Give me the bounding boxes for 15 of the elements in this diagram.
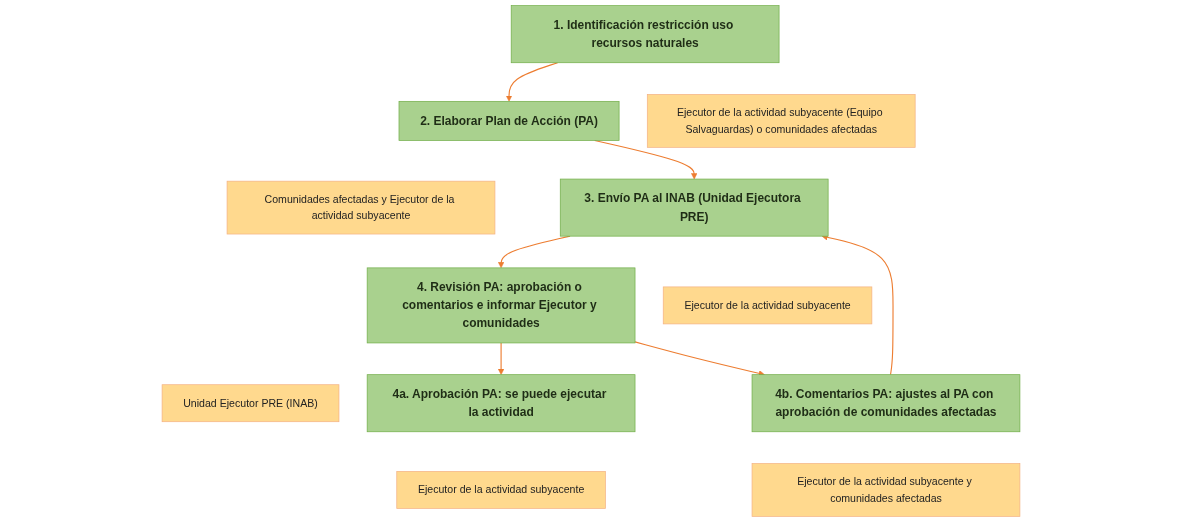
node-box: 4b. Comentarios PA: ajustes al PA con aprobación de comunidades afectadas: [751, 374, 1021, 433]
node-box: Ejecutor de la actividad subyacente (Equipo Salvaguardas) o comunidades afectadas: [646, 94, 916, 148]
node-box: 4a. Aprobación PA: se puede ejecutar la actividad: [366, 374, 636, 433]
node-box: 4. Revisión PA: aprobación o comentarios e informar Ejecutor y comunidades: [366, 267, 636, 344]
arrow: [821, 234, 894, 376]
node-box: 2. Elaborar Plan de Acción (PA): [398, 101, 620, 141]
arrow: [498, 342, 505, 375]
node-box: Ejecutor de la actividad subyacente: [662, 286, 873, 325]
node-box: Comunidades afectadas y Ejecutor de la actividad subyacente: [226, 180, 496, 235]
node-box: 1. Identificación restricción uso recursos naturales: [510, 5, 780, 64]
node-box: Ejecutor de la actividad subyacente y comunidades afectadas: [751, 463, 1021, 517]
node-box: Ejecutor de la actividad subyacente: [396, 471, 606, 509]
arrow: [505, 62, 559, 102]
node-box: 3. Envío PA al INAB (Unidad Ejecutora PRE): [559, 178, 829, 237]
node-box: Unidad Ejecutor PRE (INAB): [161, 384, 340, 423]
